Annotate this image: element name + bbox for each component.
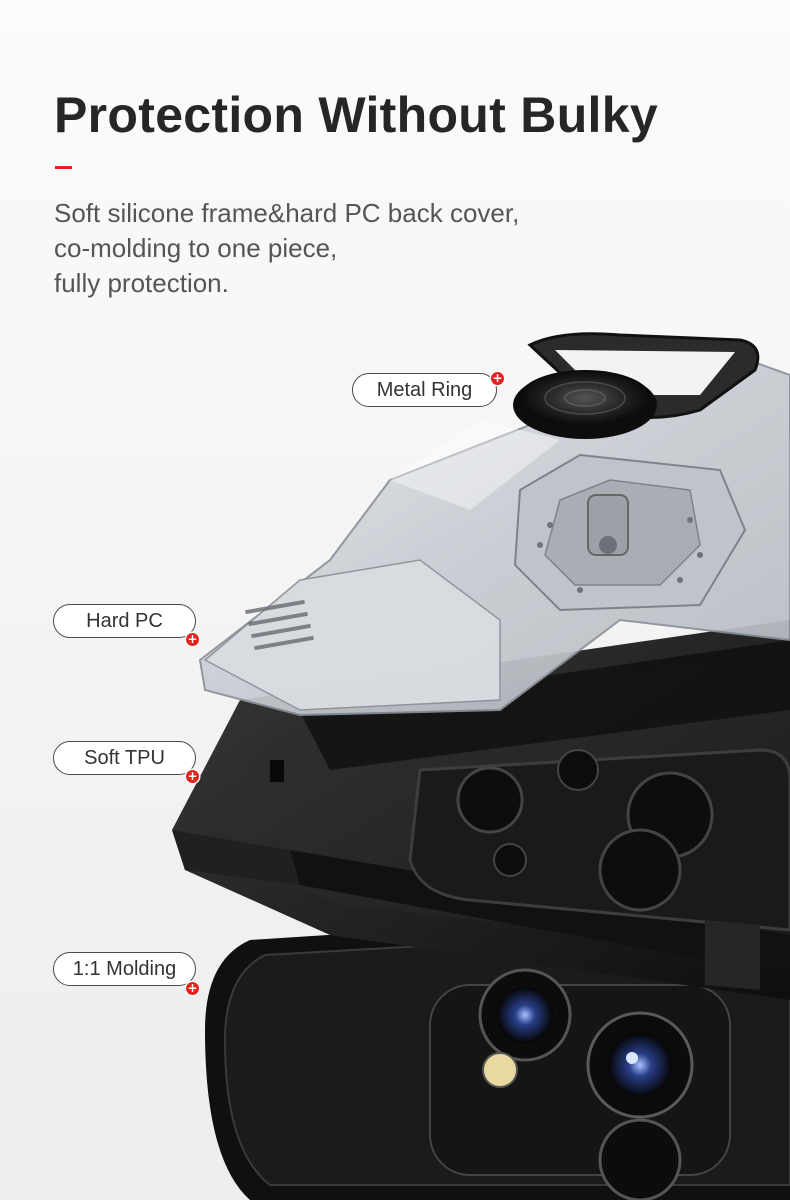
callout-soft-tpu-label: Soft TPU (84, 746, 165, 769)
subtitle: Soft silicone frame&hard PC back cover, … (54, 196, 519, 301)
metal-ring-illustration (513, 332, 760, 439)
hard-pc-back-illustration (198, 348, 790, 717)
callout-metal-ring: Metal Ring (352, 373, 497, 407)
callout-molding: 1:1 Molding (53, 952, 196, 986)
callout-hard-pc-label: Hard PC (86, 609, 163, 632)
title-accent-bar (55, 166, 72, 169)
plus-icon[interactable]: + (186, 981, 199, 995)
page-title: Protection Without Bulky (54, 87, 658, 143)
subtitle-line-2: co-molding to one piece, (54, 233, 338, 263)
plus-icon[interactable]: + (491, 371, 504, 385)
subtitle-line-1: Soft silicone frame&hard PC back cover, (54, 198, 520, 228)
callout-metal-ring-label: Metal Ring (376, 378, 473, 401)
plus-icon[interactable]: + (186, 632, 199, 646)
subtitle-line-3: fully protection. (54, 268, 229, 298)
plus-icon[interactable]: + (186, 769, 199, 783)
callout-hard-pc: Hard PC (53, 604, 196, 638)
product-illustration (172, 332, 790, 1200)
callout-soft-tpu: Soft TPU (53, 741, 196, 775)
callout-molding-label: 1:1 Molding (72, 957, 177, 980)
